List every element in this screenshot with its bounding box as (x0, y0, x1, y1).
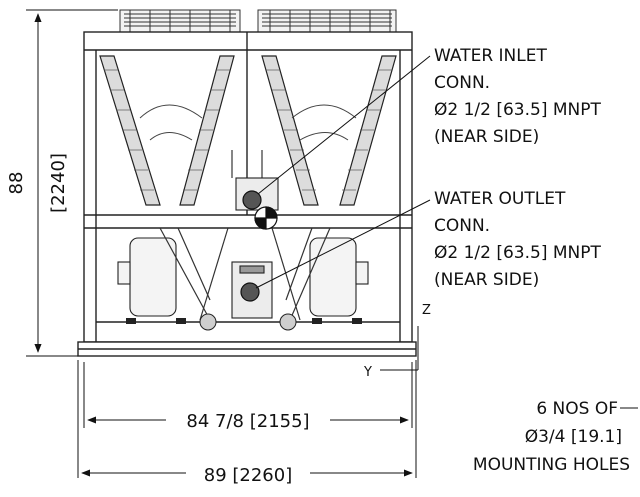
condenser-coils (99, 55, 397, 206)
mounting-feet (126, 318, 362, 324)
axis-markers (380, 326, 419, 371)
inlet-line-2: CONN. (434, 73, 490, 93)
base-frame (77, 341, 417, 357)
mounting-line-3: MOUNTING HOLES (473, 455, 630, 475)
fan-shrouds (139, 104, 357, 141)
mounting-line-1: 6 NOS OF (536, 399, 618, 419)
water-inlet-connection (242, 190, 262, 210)
water-outlet-callout: WATER OUTLET CONN. Ø2 1/2 [63.5] MNPT (N… (434, 189, 602, 290)
outlet-line-4: (NEAR SIDE) (434, 270, 539, 290)
height-in-label: 88 (6, 172, 27, 195)
inlet-line-1: WATER INLET (434, 46, 547, 66)
water-inlet-callout: WATER INLET CONN. Ø2 1/2 [63.5] MNPT (NE… (434, 46, 602, 147)
water-outlet-connection (240, 282, 260, 302)
coil-fins (104, 69, 392, 191)
y-axis-label: Y (363, 365, 372, 380)
inner-width-label: 84 7/8 [2155] (186, 411, 309, 432)
inlet-line-3: Ø2 1/2 [63.5] MNPT (434, 100, 602, 120)
height-dimension (26, 9, 118, 357)
mounting-holes-callout: 6 NOS OF Ø3/4 [19.1] MOUNTING HOLES (473, 399, 630, 475)
refrigerant-piping (159, 227, 331, 321)
outlet-line-2: CONN. (434, 216, 490, 236)
fan-guard-left (119, 9, 241, 33)
inlet-line-4: (NEAR SIDE) (434, 127, 539, 147)
overall-width-label: 89 [2260] (204, 465, 292, 486)
outlet-line-1: WATER OUTLET (434, 189, 566, 209)
compressors (117, 237, 369, 317)
fan-guard-right (257, 9, 397, 33)
callout-leaders (255, 55, 638, 409)
mounting-line-2: Ø3/4 [19.1] (525, 427, 622, 447)
height-mm-label: [2240] (48, 153, 69, 213)
z-axis-label: Z (422, 303, 431, 318)
outlet-line-3: Ø2 1/2 [63.5] MNPT (434, 243, 602, 263)
gauges (199, 313, 297, 331)
width-dimensions (77, 360, 417, 478)
center-of-gravity-symbol (254, 206, 278, 230)
